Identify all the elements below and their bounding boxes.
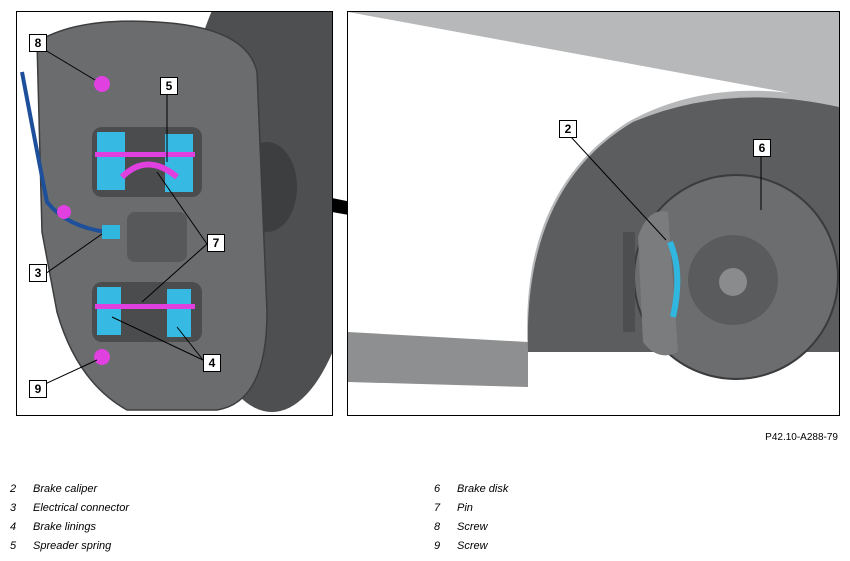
legend-item: 8 Screw xyxy=(434,521,488,533)
callout-4: 4 xyxy=(203,354,221,372)
legend-item: 9 Screw xyxy=(434,540,488,552)
legend-number: 7 xyxy=(434,502,441,514)
legend-label: Electrical connector xyxy=(33,502,129,514)
legend-number: 5 xyxy=(10,540,17,552)
spreader-spring-shape xyxy=(119,161,179,180)
callout-6: 6 xyxy=(753,139,771,157)
caliper-small-shape xyxy=(638,211,678,356)
legend-label: Screw xyxy=(457,521,488,533)
electrical-connector-shape xyxy=(102,225,120,239)
legend-item: 3 Electrical connector xyxy=(10,502,129,514)
vehicle-illustration xyxy=(348,12,839,387)
caliper-detail-view: 8 5 7 3 4 9 xyxy=(16,11,333,416)
legend-number: 6 xyxy=(434,483,441,495)
pin-shape xyxy=(95,152,195,157)
legend-label: Spreader spring xyxy=(33,540,112,552)
legend-item: 5 Spreader spring xyxy=(10,540,111,552)
legend-number: 4 xyxy=(10,521,17,533)
legend-number: 3 xyxy=(10,502,17,514)
screw-shape-top xyxy=(94,76,110,92)
legend-item: 2 Brake caliper xyxy=(10,483,97,495)
callout-9: 9 xyxy=(29,380,47,398)
callout-8: 8 xyxy=(29,34,47,52)
legend-label: Brake disk xyxy=(457,483,509,495)
side-sill-shape xyxy=(348,332,528,387)
legend-label: Screw xyxy=(457,540,488,552)
legend-item: 4 Brake linings xyxy=(10,521,96,533)
screw-shape-bottom xyxy=(94,349,110,365)
legend-number: 8 xyxy=(434,521,441,533)
legend-label: Brake linings xyxy=(33,521,96,533)
callout-2: 2 xyxy=(559,120,577,138)
legend-label: Brake caliper xyxy=(33,483,98,495)
caliper-illustration xyxy=(20,12,332,412)
brake-lining-shape xyxy=(97,132,125,190)
callout-7: 7 xyxy=(207,234,225,252)
legend-label: Pin xyxy=(457,502,473,514)
sensor-cable-shape xyxy=(20,71,108,234)
legend-number: 9 xyxy=(434,540,441,552)
figure-reference: P42.10-A288-79 xyxy=(765,432,838,443)
wheel-arch-overview: 2 6 xyxy=(347,11,840,416)
legend-item: 7 Pin xyxy=(434,502,473,514)
callout-3: 3 xyxy=(29,264,47,282)
callout-5: 5 xyxy=(160,77,178,95)
legend-number: 2 xyxy=(10,483,17,495)
legend-item: 6 Brake disk xyxy=(434,483,508,495)
